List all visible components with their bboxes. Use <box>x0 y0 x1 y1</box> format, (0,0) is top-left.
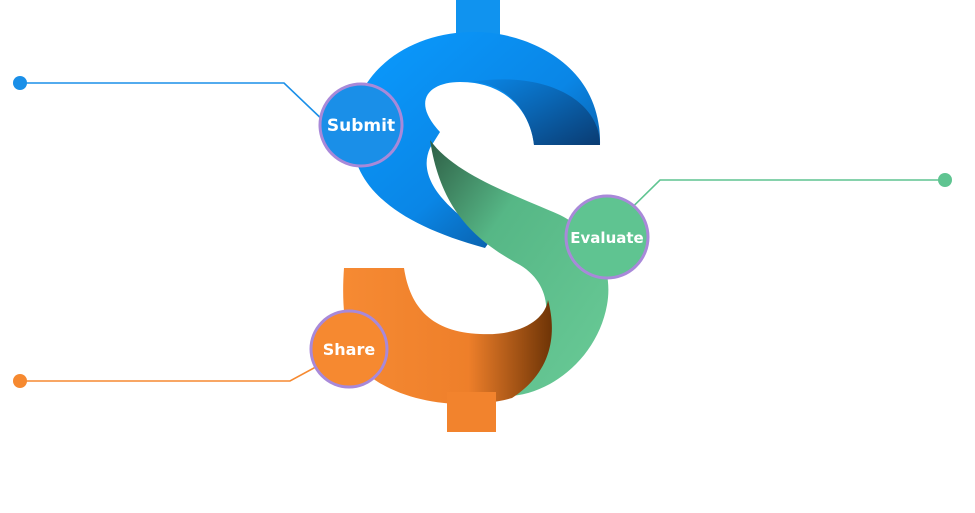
step-label-share: Share <box>323 340 376 359</box>
step-node-submit[interactable]: Submit <box>318 82 404 168</box>
step-node-evaluate[interactable]: Evaluate <box>564 194 650 280</box>
step-node-share[interactable]: Share <box>309 309 389 389</box>
connector-evaluate <box>601 173 952 238</box>
step-label-submit: Submit <box>327 116 395 136</box>
dollar-upper-arm-shadow <box>470 79 600 145</box>
endpoint-dot-submit <box>13 76 27 90</box>
dollar-sign-graphic <box>343 0 609 432</box>
endpoint-dot-evaluate <box>938 173 952 187</box>
dollar-bottom-bar <box>447 392 496 432</box>
connector-submit <box>13 76 329 126</box>
connector-share <box>13 348 350 388</box>
step-label-evaluate: Evaluate <box>570 229 643 247</box>
dollar-lower-bowl <box>343 268 552 405</box>
dollar-middle-band <box>430 140 609 396</box>
endpoint-dot-share <box>13 374 27 388</box>
